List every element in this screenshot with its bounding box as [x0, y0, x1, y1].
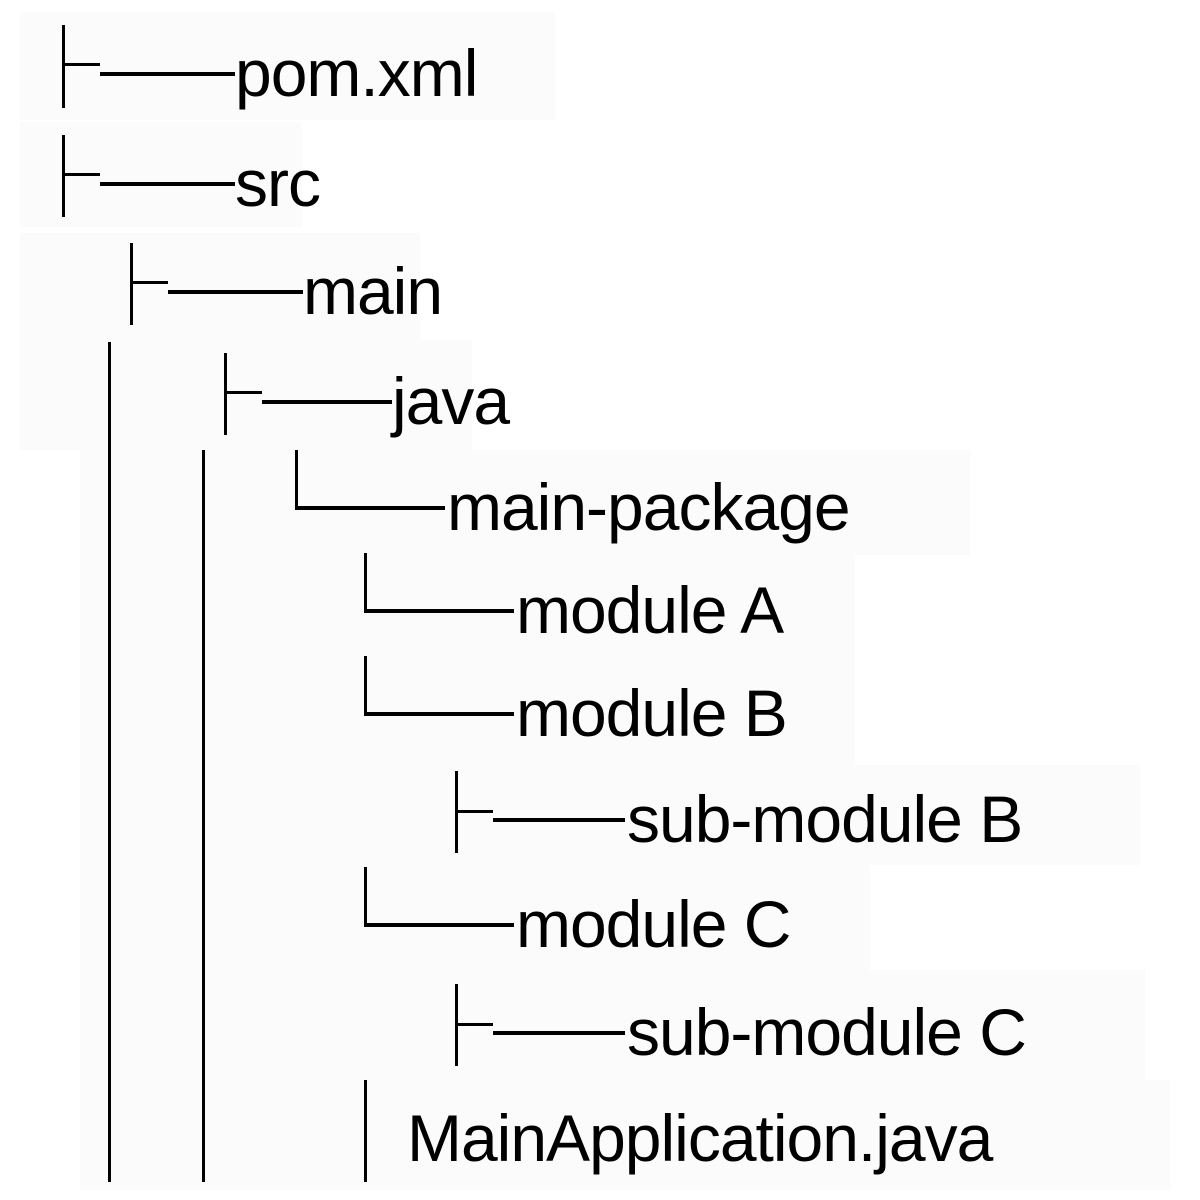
tree-guide-line: [108, 342, 111, 1182]
tee-connector-icon: [130, 281, 168, 284]
bar-connector-icon: [364, 1080, 367, 1182]
row-background: [80, 970, 1145, 1080]
tree-item-module-c[interactable]: module C: [516, 887, 791, 961]
tree-item-module-a[interactable]: module A: [516, 573, 784, 647]
tree-item-module-b[interactable]: module B: [516, 676, 788, 750]
elbow-connector-icon: [295, 450, 298, 510]
tree-guide-line: [202, 450, 205, 1182]
row-background: [80, 865, 870, 970]
tree-item-main-application-java[interactable]: MainApplication.java: [407, 1101, 993, 1175]
branch-line: [493, 818, 625, 822]
row-background: [20, 340, 472, 450]
tee-connector-icon: [62, 135, 65, 217]
elbow-connector-icon: [364, 867, 367, 927]
branch-line: [493, 1031, 625, 1035]
row-background: [20, 233, 420, 340]
tee-connector-icon: [62, 25, 65, 108]
elbow-connector-icon: [364, 656, 367, 716]
tee-connector-icon: [455, 1023, 493, 1026]
elbow-connector-icon: [364, 553, 367, 613]
branch-line: [168, 290, 303, 294]
tree-item-sub-module-c[interactable]: sub-module C: [627, 995, 1027, 1069]
branch-line: [262, 400, 392, 404]
tree-item-src[interactable]: src: [235, 146, 321, 220]
tee-connector-icon: [455, 810, 493, 813]
tree-item-pom-xml[interactable]: pom.xml: [235, 36, 478, 110]
branch-line: [364, 609, 514, 613]
row-background: [80, 765, 1140, 865]
tree-item-main-package[interactable]: main-package: [447, 470, 851, 544]
tree-item-main[interactable]: main: [303, 254, 443, 328]
row-background: [80, 1080, 1170, 1190]
branch-line: [295, 506, 445, 510]
row-background: [80, 555, 855, 765]
tee-connector-icon: [62, 63, 100, 66]
tree-item-java[interactable]: java: [392, 364, 510, 438]
tee-connector-icon: [130, 243, 133, 325]
row-background: [80, 450, 970, 555]
branch-line: [364, 923, 514, 927]
tee-connector-icon: [62, 173, 100, 176]
tree-item-sub-module-b[interactable]: sub-module B: [627, 782, 1023, 856]
tee-connector-icon: [224, 353, 227, 435]
tee-connector-icon: [224, 391, 262, 394]
branch-line: [100, 182, 235, 186]
branch-line: [100, 72, 235, 76]
branch-line: [364, 712, 514, 716]
row-background: [20, 12, 555, 120]
